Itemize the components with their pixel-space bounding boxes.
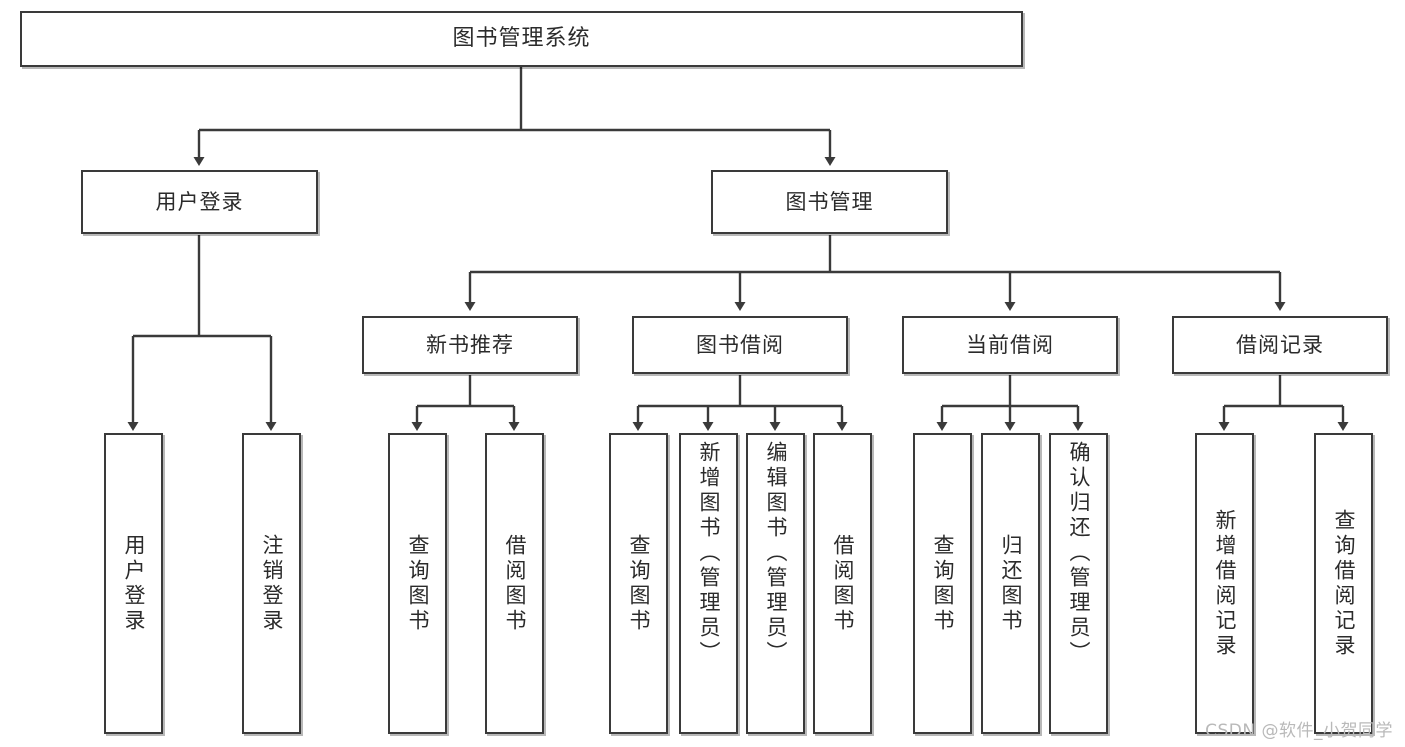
node-borrow-record[interactable]: 借阅记录 xyxy=(1172,316,1388,374)
leaf-add-borrow-record[interactable]: 新增借阅记录 xyxy=(1195,433,1254,734)
leaf-current-query-book-label: 查询图书 xyxy=(931,533,955,634)
leaf-borrow-book-label: 借阅图书 xyxy=(831,533,855,634)
node-root-label: 图书管理系统 xyxy=(452,26,591,52)
leaf-return-book[interactable]: 归还图书 xyxy=(981,433,1040,734)
leaf-user-login-label: 用户登录 xyxy=(122,533,146,634)
leaf-user-login[interactable]: 用户登录 xyxy=(104,433,163,734)
node-current-borrow[interactable]: 当前借阅 xyxy=(902,316,1118,374)
leaf-edit-book-admin[interactable]: 编辑图书（管理员） xyxy=(746,433,805,734)
node-borrow-record-label: 借阅记录 xyxy=(1236,332,1324,357)
node-root[interactable]: 图书管理系统 xyxy=(20,11,1023,67)
node-book-management[interactable]: 图书管理 xyxy=(711,170,948,234)
leaf-return-book-label: 归还图书 xyxy=(999,533,1023,634)
leaf-query-borrow-record[interactable]: 查询借阅记录 xyxy=(1314,433,1373,734)
leaf-add-borrow-record-label: 新增借阅记录 xyxy=(1213,508,1237,659)
leaf-add-book-admin-label: 新增图书（管理员） xyxy=(697,441,721,666)
leaf-query-borrow-record-label: 查询借阅记录 xyxy=(1332,508,1356,659)
leaf-newbook-query-book-label: 查询图书 xyxy=(406,533,430,634)
node-book-borrow-label: 图书借阅 xyxy=(696,332,784,357)
leaf-logout[interactable]: 注销登录 xyxy=(242,433,301,734)
node-current-borrow-label: 当前借阅 xyxy=(966,332,1054,357)
leaf-newbook-borrow-book[interactable]: 借阅图书 xyxy=(485,433,544,734)
leaf-edit-book-admin-label: 编辑图书（管理员） xyxy=(764,441,788,666)
node-book-borrow[interactable]: 图书借阅 xyxy=(632,316,848,374)
leaf-newbook-borrow-book-label: 借阅图书 xyxy=(503,533,527,634)
leaf-confirm-return-admin-label: 确认归还（管理员） xyxy=(1067,441,1091,666)
leaf-logout-label: 注销登录 xyxy=(260,533,284,634)
leaf-borrow-book[interactable]: 借阅图书 xyxy=(813,433,872,734)
leaf-current-query-book[interactable]: 查询图书 xyxy=(913,433,972,734)
leaf-borrow-query-book[interactable]: 查询图书 xyxy=(609,433,668,734)
csdn-watermark: CSDN @软件_小贺同学 xyxy=(1205,721,1393,741)
node-new-book-recommend[interactable]: 新书推荐 xyxy=(362,316,578,374)
leaf-add-book-admin[interactable]: 新增图书（管理员） xyxy=(679,433,738,734)
node-book-management-label: 图书管理 xyxy=(785,189,874,214)
leaf-newbook-query-book[interactable]: 查询图书 xyxy=(388,433,447,734)
leaf-borrow-query-book-label: 查询图书 xyxy=(627,533,651,634)
node-user-login-label: 用户登录 xyxy=(155,189,244,214)
node-new-book-recommend-label: 新书推荐 xyxy=(426,332,514,357)
node-user-login[interactable]: 用户登录 xyxy=(81,170,318,234)
leaf-confirm-return-admin[interactable]: 确认归还（管理员） xyxy=(1049,433,1108,734)
